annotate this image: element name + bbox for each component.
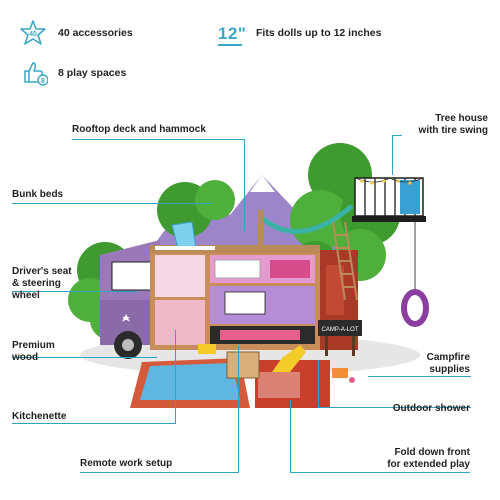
accessories-count: 40 xyxy=(29,31,37,38)
leader-kitchenette xyxy=(12,423,175,424)
camp-sign-text: CAMP-A-LOT xyxy=(321,327,358,333)
leader-remote-work-v xyxy=(238,346,239,473)
leader-fold-down-v xyxy=(290,400,291,473)
leader-rooftop xyxy=(72,139,244,140)
leader-rooftop-drop xyxy=(244,139,245,231)
leader-shower xyxy=(318,407,471,408)
label-drivers-seat: Driver's seat & steering wheel xyxy=(12,266,72,301)
leader-premium-wood xyxy=(12,357,157,358)
doll-size-underline xyxy=(218,44,242,46)
leader-drivers-seat xyxy=(12,291,137,292)
label-fold-down: Fold down front for extended play xyxy=(387,447,470,470)
label-outdoor-shower: Outdoor shower xyxy=(392,403,470,414)
label-campfire: Campfire supplies xyxy=(426,352,470,375)
play-spaces-text: 8 play spaces xyxy=(58,67,127,79)
leader-shower-v xyxy=(318,360,319,408)
label-tree-house: Tree house with tire swing xyxy=(418,113,488,136)
leader-kitchenette-v xyxy=(175,330,176,424)
label-premium-wood: Premium wood xyxy=(12,340,55,363)
label-rooftop: Rooftop deck and hammock xyxy=(72,124,206,135)
label-remote-work: Remote work setup xyxy=(80,458,173,469)
leader-treehouse-h xyxy=(392,135,402,136)
thumbs-up-icon: 8 xyxy=(24,62,48,86)
play-spaces-count: 8 xyxy=(41,78,45,85)
leader-treehouse xyxy=(392,135,393,175)
leader-remote-work xyxy=(80,472,238,473)
star-badge-icon: 40 xyxy=(20,20,46,45)
doll-size-badge: 12" xyxy=(218,24,247,43)
leader-bunk-beds xyxy=(12,203,212,204)
label-bunk-beds: Bunk beds xyxy=(12,189,64,200)
leader-fold-down xyxy=(290,472,470,473)
accessories-text: 40 accessories xyxy=(58,27,133,39)
leader-campfire xyxy=(368,376,471,377)
label-kitchenette: Kitchenette xyxy=(12,411,67,422)
doll-fit-text: Fits dolls up to 12 inches xyxy=(256,27,382,39)
